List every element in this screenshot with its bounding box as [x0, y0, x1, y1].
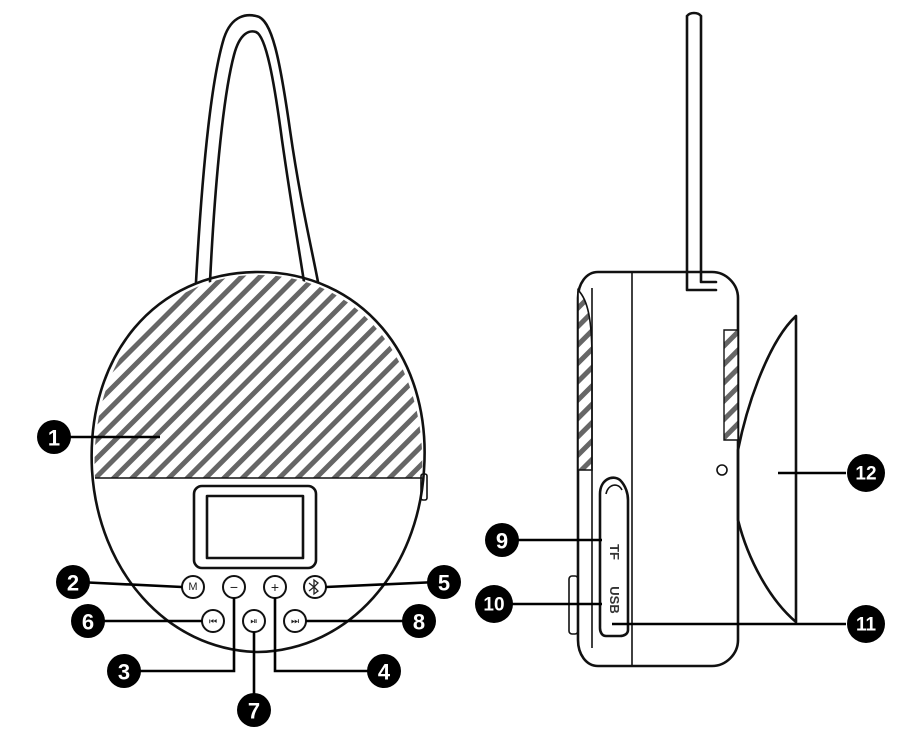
- callout-10: 10: [475, 585, 513, 623]
- callout-9: 9: [485, 523, 519, 557]
- lcd-screen: [205, 494, 305, 560]
- lanyard: [194, 13, 320, 284]
- front-view: M − + ⏮ ⏯ ⏭: [90, 13, 428, 654]
- svg-text:⏭: ⏭: [291, 616, 299, 626]
- svg-text:10: 10: [483, 595, 504, 616]
- side-view: TF USB: [568, 11, 798, 668]
- callout-3: 3: [107, 654, 141, 688]
- svg-text:1: 1: [48, 426, 60, 451]
- svg-text:8: 8: [413, 610, 425, 635]
- speaker-grill: [94, 275, 423, 478]
- side-grill-edge: [577, 288, 593, 471]
- volume-down-button[interactable]: −: [222, 575, 246, 599]
- back-ribbing: [723, 329, 739, 441]
- callout-1: 1: [37, 420, 71, 454]
- callout-12: 12: [847, 454, 885, 492]
- svg-text:−: −: [230, 579, 238, 595]
- svg-text:+: +: [271, 579, 279, 595]
- speaker-body-outline: [90, 270, 426, 654]
- bluetooth-phone-icon: [308, 578, 319, 596]
- tf-slot-label: TF: [607, 544, 622, 560]
- callout-4: 4: [367, 654, 401, 688]
- svg-text:4: 4: [378, 660, 391, 685]
- svg-text:12: 12: [855, 464, 876, 485]
- side-strap-loop: [420, 473, 428, 501]
- play-pause-button[interactable]: ⏯: [242, 609, 266, 633]
- mount-hole: [716, 464, 728, 476]
- svg-text:⏯: ⏯: [250, 616, 257, 626]
- side-body-outline: [576, 270, 740, 668]
- mode-button[interactable]: M: [181, 575, 205, 599]
- svg-text:2: 2: [67, 571, 79, 596]
- lcd-display-frame: [192, 484, 318, 570]
- usb-port-label: USB: [607, 586, 622, 613]
- callout-11: 11: [847, 605, 885, 643]
- bluetooth-phone-button[interactable]: [303, 575, 327, 599]
- suction-cup: [736, 314, 798, 624]
- side-lanyard: [685, 11, 718, 292]
- callout-2: 2: [56, 565, 90, 599]
- svg-text:⏮: ⏮: [209, 616, 217, 626]
- next-track-button[interactable]: ⏭: [283, 609, 307, 633]
- callout-5: 5: [427, 565, 461, 599]
- svg-text:3: 3: [118, 660, 130, 685]
- svg-text:7: 7: [248, 699, 260, 724]
- previous-track-button[interactable]: ⏮: [201, 609, 225, 633]
- callout-6: 6: [71, 604, 105, 638]
- callout-7: 7: [237, 693, 271, 727]
- svg-text:5: 5: [438, 571, 450, 596]
- leader-lines: [60, 435, 846, 700]
- svg-text:11: 11: [856, 615, 877, 636]
- volume-up-button[interactable]: +: [263, 575, 287, 599]
- callout-8: 8: [402, 604, 436, 638]
- port-cover: [598, 476, 630, 638]
- svg-text:6: 6: [82, 610, 94, 635]
- port-cover-tab: [605, 484, 623, 495]
- svg-text:M: M: [188, 581, 197, 593]
- svg-text:9: 9: [496, 529, 508, 554]
